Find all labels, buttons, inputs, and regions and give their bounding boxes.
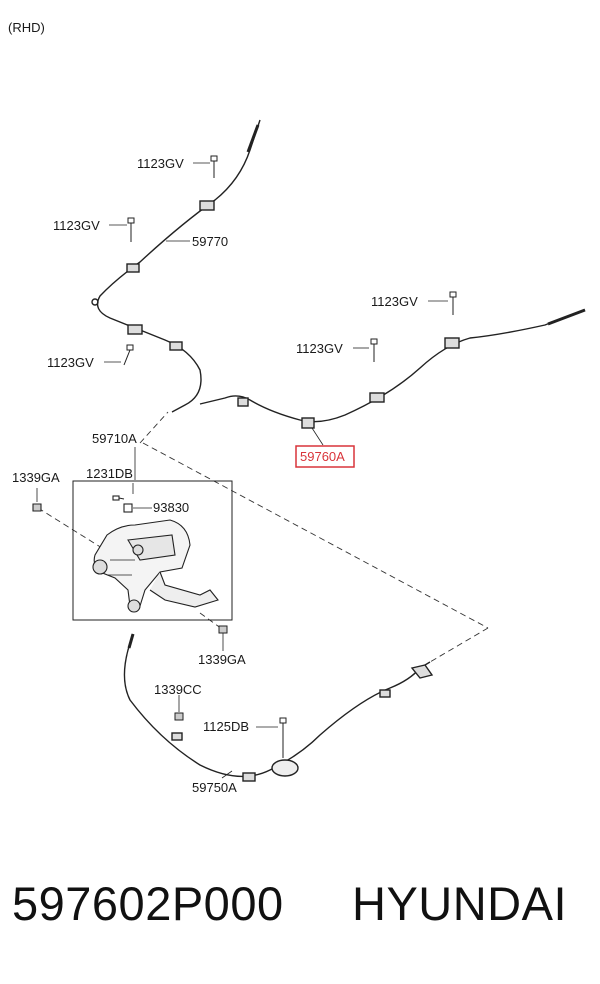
rhd-label: (RHD) <box>8 20 45 35</box>
nut-1339cc-icon <box>174 712 184 721</box>
bolt-1125db-icon <box>279 717 287 724</box>
bolt-1123gv-icons <box>123 155 457 366</box>
cable-59770 <box>91 119 261 413</box>
label-1123gv-e: 1123GV <box>296 341 343 356</box>
cable-59760a <box>199 308 586 429</box>
label-1339ga-b: 1339GA <box>198 652 246 667</box>
label-1123gv-a: 1123GV <box>137 156 184 171</box>
label-1339ga-a: 1339GA <box>12 470 60 485</box>
label-93830: 93830 <box>153 500 189 515</box>
label-1339cc: 1339CC <box>154 682 202 697</box>
label-59760a: 59760A <box>300 449 345 464</box>
parts-diagram: (RHD) 1123GV 1123GV 59770 <box>8 20 586 795</box>
label-59750a: 59750A <box>192 780 237 795</box>
label-1123gv-d: 1123GV <box>371 294 418 309</box>
leader-59750a <box>221 770 233 779</box>
cable-59750a <box>123 633 434 782</box>
brand-name: HYUNDAI <box>352 877 568 930</box>
leader-lines <box>104 162 448 480</box>
label-1231db: 1231DB <box>86 466 133 481</box>
lever-assembly-box <box>72 480 233 621</box>
label-1123gv-c: 1123GV <box>47 355 94 370</box>
lever-parts <box>32 483 219 613</box>
label-1125db: 1125DB <box>203 719 249 734</box>
label-1123gv-b: 1123GV <box>53 218 100 233</box>
nut-1339ga-b-icon <box>218 625 228 634</box>
label-59710a: 59710A <box>92 431 137 446</box>
dashed-projection <box>37 411 489 663</box>
highlight-box-59760a <box>295 445 355 468</box>
label-59770: 59770 <box>192 234 228 249</box>
part-number: 597602P000 <box>12 877 284 930</box>
